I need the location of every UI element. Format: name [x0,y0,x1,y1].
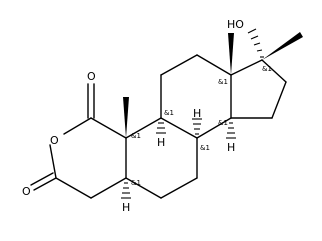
bond-c3-o-double-a [33,177,57,191]
ring-a [49,117,127,199]
bond-c8-c14 [196,117,232,139]
hydrogen-c8-label: H [193,107,201,120]
stereo-c8: &1 [200,144,210,152]
hash-c5-h [121,182,131,199]
stereo-c17: &1 [262,65,272,73]
bond-c6-c7 [160,177,198,199]
bond-c16-c15 [271,81,287,119]
hash-c17-oh [247,28,264,58]
carbonyl-bonds [30,83,95,191]
bond-c12-c11 [160,54,198,76]
bond-c10-c1 [90,117,127,139]
hydroxyl-label: HO [227,18,244,31]
wedge-c17-methyl [262,32,303,60]
wedge-c13-methyl [228,33,234,75]
carbonyl-oxygen-top-label: O [87,70,96,83]
hydrogen-c5-label: H [122,201,130,214]
bond-c5-c6 [125,177,162,199]
hash-c14-h [226,122,236,139]
carbonyl-oxygen-bottom-label: O [22,185,31,198]
ring-b [125,117,198,199]
bond-c1-o [63,117,92,135]
wedge-c10-methyl [123,97,129,138]
bond-c9-c10 [125,117,162,139]
bond-c3-c4 [55,177,92,199]
bond-c4-c5 [90,177,127,199]
hash-c9-h [156,122,166,134]
stereo-c10: &1 [131,132,141,140]
substituents [123,28,303,138]
atom-labels: HO O O O H H H H [22,18,244,214]
stereo-hydrogens [121,118,236,199]
hash-c8-h [192,118,202,135]
bond-c13-c12 [196,54,232,76]
stereo-c9: &1 [164,109,174,117]
bond-c3-o-double-b [30,172,54,186]
hydrogen-c14-label: H [227,141,235,154]
ring-oxygen-label: O [50,134,59,147]
stereo-c5: &1 [131,179,141,187]
stereo-labels: &1 &1 &1 &1 &1 &1 &1 [131,65,272,187]
bond-c9-c8 [160,117,198,139]
ring-d [230,59,287,119]
stereo-c14: &1 [218,119,228,127]
bond-c13-c17 [230,59,263,76]
bond-c17-c16 [261,59,287,83]
stereo-c13: &1 [218,78,228,86]
bond-o-c3 [49,144,57,179]
ring-c [160,54,232,139]
hydrogen-c9-label: H [157,136,165,149]
